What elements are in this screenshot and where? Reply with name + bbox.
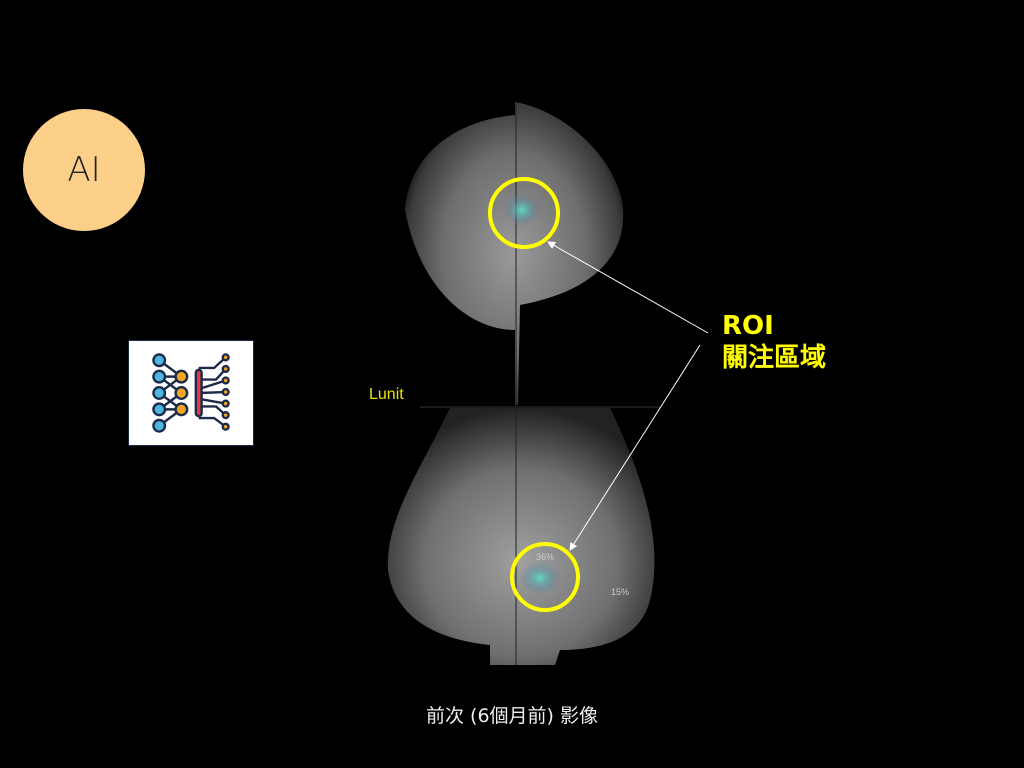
arrow-to-cc (547, 241, 709, 334)
roi-circle-mlo (510, 542, 580, 612)
mlo-view-image (387, 408, 655, 665)
cc-view-image (405, 102, 624, 405)
roi-annotation: ROI 關注區域 (722, 310, 826, 374)
vendor-label: Lunit (369, 386, 404, 403)
neural-network-icon (128, 340, 254, 446)
roi-title: ROI (722, 311, 774, 341)
roi-subtitle: 關注區域 (722, 343, 827, 373)
score-label: 15% (611, 587, 630, 597)
arrow-to-mlo (569, 344, 701, 551)
image-caption: 前次 (6個月前) 影像 (426, 705, 598, 727)
score-label: 36% (536, 552, 555, 562)
roi-circle-cc (488, 177, 560, 249)
ai-label: AI (67, 150, 101, 190)
ai-badge: AI (23, 109, 145, 231)
